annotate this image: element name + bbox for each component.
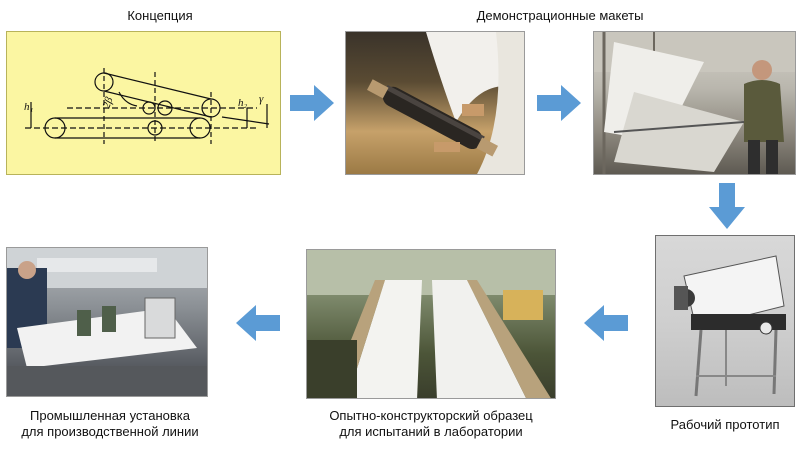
working-prototype-photo <box>655 235 795 407</box>
stage-label-industrial: Промышленная установка для производствен… <box>0 408 220 440</box>
stage-label-concept: Концепция <box>127 8 193 23</box>
arrow-right-icon <box>537 85 581 121</box>
stage-label-demo: Демонстрационные макеты <box>476 8 644 23</box>
lab-sample-line1: Опытно-конструкторский образец <box>329 408 533 423</box>
stage-label-lab-sample: Опытно-конструкторский образец для испыт… <box>296 408 566 440</box>
h2-label: h₂ <box>238 97 248 109</box>
lab-sample-photo <box>306 249 556 399</box>
gamma-label: γ <box>259 93 264 105</box>
demo-model-photo <box>345 31 525 175</box>
industrial-line2: для производственной линии <box>21 424 199 439</box>
arrow-down-icon <box>709 183 745 229</box>
demo-rig-photo <box>593 31 796 175</box>
arrow-left-icon <box>584 305 628 341</box>
stage-label-prototype: Рабочий прототип <box>670 417 780 432</box>
arrow-left-icon <box>236 305 280 341</box>
h1-label: h₁ <box>24 101 34 113</box>
industrial-installation-photo <box>6 247 208 397</box>
arrow-right-icon <box>290 85 334 121</box>
angle-label: 2β <box>101 95 116 110</box>
lab-sample-line2: для испытаний в лаборатории <box>339 424 523 439</box>
belt-scheme-drawing: h₁ h₂ 2β γ <box>24 68 270 144</box>
concept-diagram-panel: h₁ h₂ 2β γ <box>6 31 281 175</box>
industrial-line1: Промышленная установка <box>30 408 190 423</box>
